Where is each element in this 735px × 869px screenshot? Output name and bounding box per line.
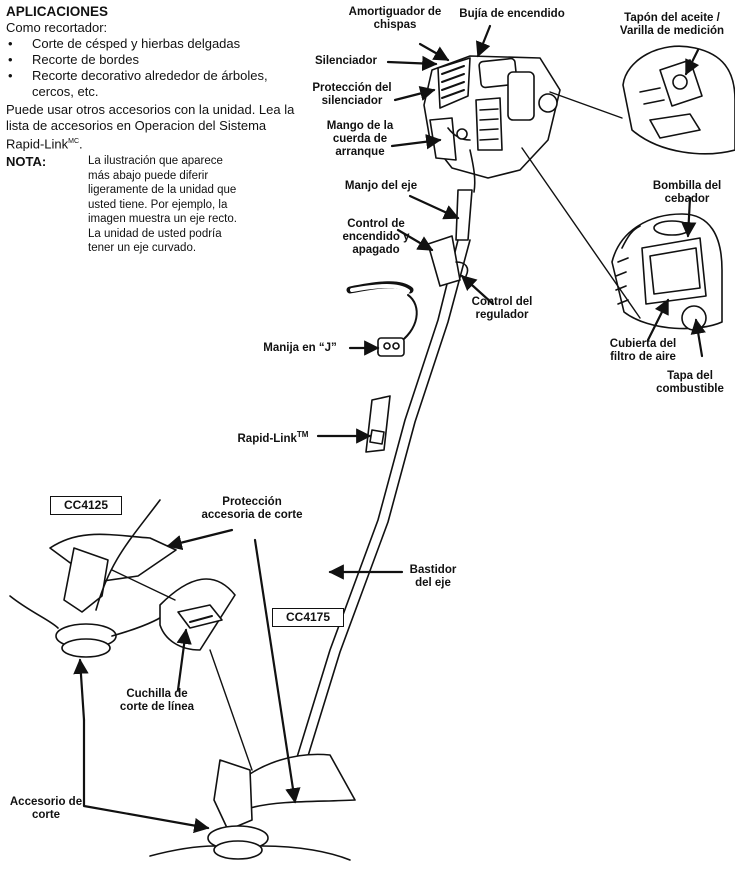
model-badge-left: CC4125 (50, 496, 122, 515)
label-air-filter-cover: Cubierta del filtro de aire (600, 338, 686, 364)
note-label: NOTA: (6, 154, 88, 256)
blade-detail (112, 570, 252, 770)
note-block: NOTA: La ilustración que aparece más aba… (6, 154, 296, 256)
intro-lead: Como recortador: (6, 20, 296, 36)
accessories-text: Puede usar otros accesorios con la unida… (6, 102, 294, 151)
accessories-paragraph: Puede usar otros accesorios con la unida… (6, 102, 296, 152)
shaft-tube (290, 190, 472, 782)
label-j-handle: Manija en “J” (252, 342, 348, 355)
label-cutting-attachment: Accesorio de corte (4, 796, 88, 822)
label-throttle-control: Control del regulador (462, 296, 542, 322)
intro-section: APLICACIONES Como recortador: Corte de c… (6, 4, 296, 256)
label-starter-rope: Mango de la cuerda de arranque (326, 120, 394, 159)
label-fuel-cap: Tapa del combustible (646, 370, 734, 396)
inset-air-filter (612, 214, 722, 330)
label-rapid-link: Rapid-LinkTM (228, 428, 318, 446)
label-muffler-guard: Protección del silenciador (308, 82, 396, 108)
accessories-period: . (79, 136, 83, 151)
label-primer-bulb: Bombilla del cebador (640, 180, 734, 206)
section-heading: APLICACIONES (6, 4, 296, 20)
trademark-sup: MC (68, 138, 79, 145)
trimmer-head-left (10, 500, 176, 657)
list-item: Recorte de bordes (6, 52, 296, 68)
label-muffler: Silenciador (306, 55, 386, 68)
list-item: Recorte decorativo alrededor de árboles,… (6, 68, 296, 100)
note-text: La ilustración que aparece más abajo pue… (88, 154, 238, 256)
trademark-sup: TM (297, 430, 309, 439)
label-line-blade: Cuchilla de corte de línea (118, 688, 196, 714)
label-spark-plug: Bujía de encendido (456, 8, 568, 21)
label-shaft-handle: Manjo del eje (336, 180, 426, 193)
list-item: Corte de césped y hierbas delgadas (6, 36, 296, 52)
uses-list: Corte de césped y hierbas delgadas Recor… (6, 36, 296, 100)
label-rapid-link-text: Rapid-Link (238, 433, 297, 445)
engine-powerhead (424, 56, 560, 192)
label-shaft-frame: Bastidor del eje (400, 564, 466, 590)
label-on-off-control: Control de encendido y apagado (336, 218, 416, 257)
j-handle (350, 285, 417, 356)
inset-oil-plug (623, 46, 735, 154)
model-badge-center: CC4175 (272, 608, 344, 627)
label-spark-arrestor: Amortiguador de chispas (340, 6, 450, 32)
label-oil-plug: Tapón del aceite / Varilla de medición (612, 12, 732, 38)
label-guard-attachment: Protección accesoria de corte (200, 496, 304, 522)
